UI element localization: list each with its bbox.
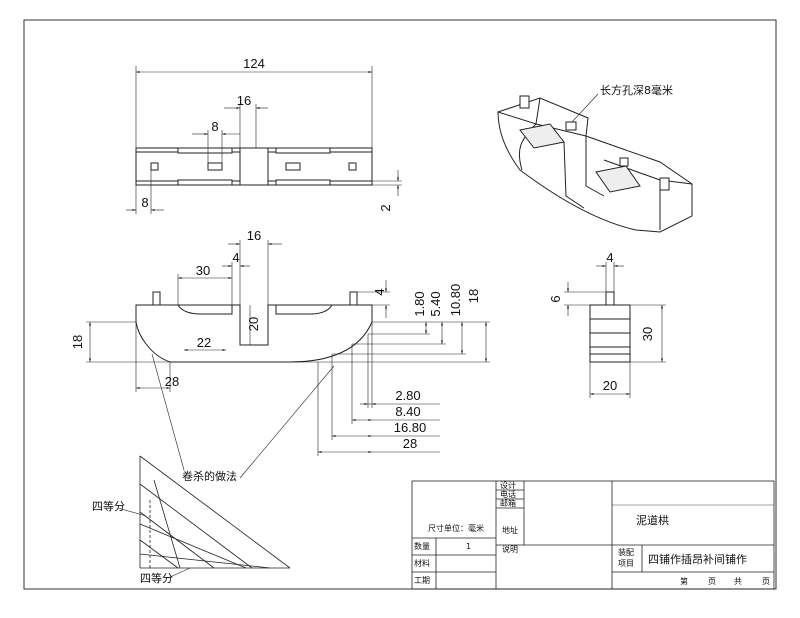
unit-label: 尺寸单位：毫米 bbox=[428, 523, 484, 533]
dim-pocket-front: 30 bbox=[196, 263, 210, 278]
project-label-1: 装配 bbox=[618, 547, 634, 557]
dim-side-height: 30 bbox=[640, 327, 655, 341]
dim-hole-top: 8 bbox=[211, 119, 218, 134]
curve-note: 卷杀的做法 bbox=[182, 469, 237, 483]
row-label-qty: 数量 bbox=[414, 541, 430, 551]
dim-pocket-bottom: 22 bbox=[197, 335, 211, 350]
contact-label-address: 地址 bbox=[502, 525, 518, 535]
dim-slot-depth: 20 bbox=[246, 317, 261, 331]
division-diagram bbox=[117, 455, 291, 579]
dim-curve-front: 28 bbox=[165, 374, 179, 389]
project-name: 四铺作插昂补间铺作 bbox=[648, 552, 747, 566]
contact-label-phone: 电话 bbox=[500, 489, 516, 499]
dim-v3: 10.80 bbox=[448, 284, 463, 317]
dim-h3: 16.80 bbox=[394, 420, 427, 435]
dim-h1: 2.80 bbox=[395, 388, 420, 403]
page-no-label: 第 bbox=[680, 576, 688, 586]
dim-pin-h: 6 bbox=[548, 295, 563, 302]
row-value-qty: 1 bbox=[466, 542, 471, 551]
desc-label: 说明 bbox=[502, 544, 518, 554]
dim-height-top: 2 bbox=[378, 204, 393, 211]
dim-v2: 5.40 bbox=[428, 291, 443, 316]
dim-wall-front: 4 bbox=[232, 250, 239, 265]
contact-label-design: 设计 bbox=[500, 480, 516, 490]
dim-h4: 28 bbox=[403, 436, 417, 451]
total-no-label: 共 bbox=[734, 577, 742, 586]
company-name: 泥道栱 bbox=[636, 513, 669, 527]
dim-side-width: 20 bbox=[603, 378, 617, 393]
project-label-2: 项目 bbox=[618, 559, 634, 568]
iso-view bbox=[497, 93, 693, 233]
dim-slot-top: 16 bbox=[237, 93, 251, 108]
side-view bbox=[564, 262, 666, 398]
row-label-period: 工期 bbox=[414, 576, 430, 585]
dim-h2: 8.40 bbox=[395, 404, 420, 419]
dim-pin-front: 4 bbox=[372, 288, 387, 295]
front-view bbox=[86, 240, 490, 456]
dim-v4: 18 bbox=[466, 289, 481, 303]
title-block bbox=[411, 480, 775, 590]
dim-edge-top: 8 bbox=[141, 195, 148, 210]
row-label-material: 材料 bbox=[414, 558, 430, 568]
sheet-border bbox=[23, 19, 777, 590]
dim-pin-w: 4 bbox=[606, 250, 613, 265]
dim-v1: 1.80 bbox=[412, 291, 427, 316]
dim-height-left: 18 bbox=[70, 335, 85, 349]
page-unit-label: 页 bbox=[708, 577, 716, 586]
dim-overall: 124 bbox=[243, 56, 265, 71]
iso-note: 长方孔深8毫米 bbox=[600, 83, 673, 97]
division-note-top: 四等分 bbox=[92, 499, 125, 513]
contact-label-email: 邮箱 bbox=[500, 498, 516, 508]
top-view bbox=[126, 66, 402, 214]
total-unit-label: 页 bbox=[762, 577, 770, 586]
curve-leaders bbox=[151, 353, 335, 479]
division-note-bottom: 四等分 bbox=[140, 571, 173, 585]
dim-slot-front: 16 bbox=[247, 228, 261, 243]
